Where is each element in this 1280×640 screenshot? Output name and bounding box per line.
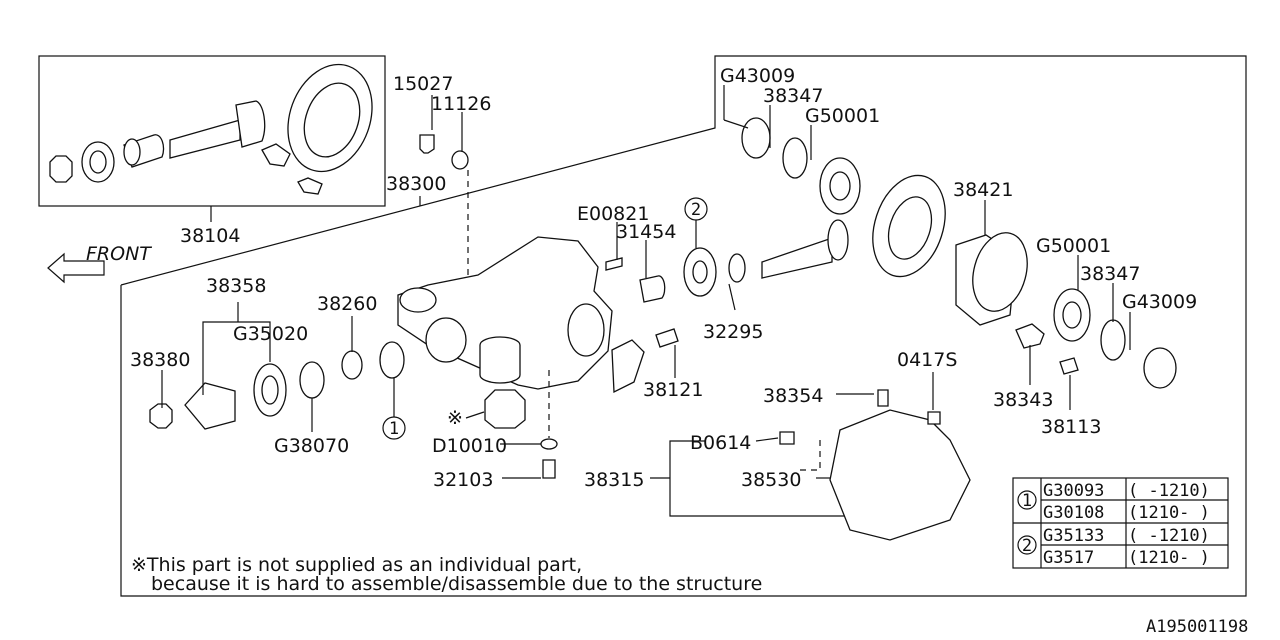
callout-G50001-right: G50001	[1036, 235, 1111, 257]
footnote-line-1: ※This part is not supplied as an individ…	[131, 554, 582, 576]
table-group-2: 2	[1022, 536, 1032, 556]
part-38343	[1015, 323, 1045, 349]
callout-G35020: G35020	[233, 323, 308, 345]
part-38358-flange	[184, 382, 236, 430]
table-part: G30108	[1043, 503, 1104, 523]
part-38260	[341, 350, 363, 380]
marker-circle-2: 2	[684, 197, 708, 221]
part-15027	[419, 134, 435, 154]
callout-G43009-top: G43009	[720, 65, 795, 87]
star-marker: ※	[447, 407, 463, 429]
part-D10010	[540, 438, 558, 450]
pinion-gear-set-illustration	[49, 63, 373, 195]
callout-38343: 38343	[993, 389, 1053, 411]
table-range: (1210- )	[1128, 503, 1210, 523]
part-32103	[542, 459, 556, 479]
part-38354	[877, 389, 889, 407]
applicability-table: 1 2 G30093 ( -1210) G30108 (1210- ) G351…	[1012, 477, 1229, 569]
table-part: G30093	[1043, 481, 1104, 501]
callout-G43009-right: G43009	[1122, 291, 1197, 313]
callout-38358: 38358	[206, 275, 266, 297]
marker-circle-1: 1	[382, 416, 406, 440]
callout-D10010: D10010	[432, 435, 507, 457]
diagram-id: A195001198	[1146, 617, 1248, 637]
callout-11126: 11126	[431, 93, 491, 115]
differential-case	[397, 236, 613, 390]
callout-15027: 15027	[393, 73, 453, 95]
front-label: FRONT	[86, 243, 152, 265]
callout-0417S: 0417S	[897, 349, 957, 371]
part-38113	[1059, 357, 1079, 375]
callout-38347-right: 38347	[1080, 263, 1140, 285]
callout-38380: 38380	[130, 349, 190, 371]
callout-38354: 38354	[763, 385, 823, 407]
part-G38070	[299, 361, 325, 399]
callout-38315: 38315	[584, 469, 644, 491]
inset-frame	[38, 55, 386, 207]
callout-38260: 38260	[317, 293, 377, 315]
svg-text:1: 1	[389, 419, 399, 439]
callout-B0614: B0614	[690, 432, 751, 454]
part-32295	[728, 253, 746, 283]
svg-text:2: 2	[691, 200, 701, 220]
mount-bushing	[484, 389, 526, 429]
callout-38300: 38300	[386, 173, 446, 195]
part-31454	[639, 275, 666, 303]
table-part: G3517	[1043, 548, 1094, 568]
footnote-line-2: because it is hard to assemble/disassemb…	[151, 573, 762, 595]
part-G43009a	[741, 117, 771, 159]
callout-38113: 38113	[1041, 416, 1101, 438]
callout-32103: 32103	[433, 469, 493, 491]
table-part: G35133	[1043, 526, 1104, 546]
part-B0614	[779, 431, 795, 445]
part-E00821	[605, 257, 623, 271]
callout-38121: 38121	[643, 379, 703, 401]
callout-38530: 38530	[741, 469, 801, 491]
part-11126	[451, 150, 469, 170]
part-38347b	[1100, 319, 1126, 361]
part-38347a	[782, 137, 808, 179]
callout-labels: 38104 15027 11126 38300 G43009 38347 G50…	[130, 65, 1197, 491]
part-38121-bracket	[611, 339, 645, 394]
main-frame	[120, 55, 1247, 597]
side-gear-shaft	[761, 237, 833, 279]
callout-G38070: G38070	[274, 435, 349, 457]
part-0417S	[927, 411, 941, 425]
callout-38104: 38104	[180, 225, 240, 247]
part-38315-cover	[829, 409, 971, 541]
part-G43009b	[1143, 347, 1177, 389]
table-range: ( -1210)	[1128, 481, 1210, 501]
callout-38421: 38421	[953, 179, 1013, 201]
callout-32295: 32295	[703, 321, 763, 343]
table-range: (1210- )	[1128, 548, 1210, 568]
callout-31454: 31454	[616, 221, 676, 243]
callout-E00821: E00821	[577, 203, 649, 225]
front-arrow-icon	[47, 252, 105, 284]
part-38380	[149, 403, 173, 429]
leader-lines	[161, 85, 1131, 517]
table-group-1: 1	[1022, 491, 1032, 511]
table-range: ( -1210)	[1128, 526, 1210, 546]
part-38121-bolt	[655, 328, 679, 348]
callout-38347-top: 38347	[763, 85, 823, 107]
part-marker1	[379, 341, 405, 379]
callout-G50001-top: G50001	[805, 105, 880, 127]
